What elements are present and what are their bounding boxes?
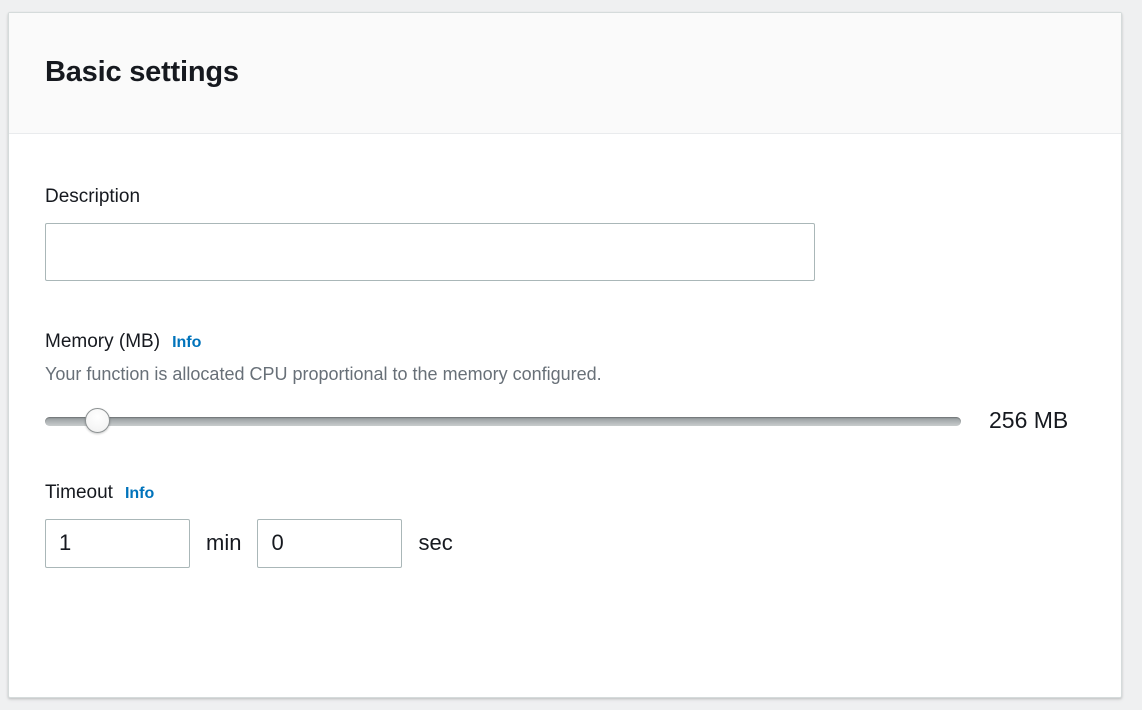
description-label-text: Description — [45, 186, 141, 207]
memory-value-label: 256 MB — [989, 407, 1069, 434]
memory-label-text: Memory (MB) — [45, 330, 161, 352]
timeout-label-text: Timeout — [45, 482, 113, 504]
timeout-info-link[interactable]: Info — [124, 485, 155, 503]
basic-settings-card: Basic settings Description Memory (MB) I… — [8, 12, 1122, 698]
timeout-minutes-unit: min — [206, 530, 242, 556]
memory-slider-thumb[interactable] — [85, 407, 111, 433]
memory-label: Memory (MB) Info — [45, 331, 1085, 354]
timeout-field-group: Timeout Info min sec — [45, 482, 1085, 568]
description-label: Description — [45, 186, 1085, 209]
memory-help-text: Your function is allocated CPU proportio… — [45, 363, 602, 384]
timeout-label: Timeout Info — [45, 482, 1085, 505]
timeout-seconds-unit: sec — [418, 530, 453, 556]
page-title: Basic settings — [45, 56, 239, 89]
timeout-inputs-row: min sec — [45, 518, 1085, 568]
memory-slider-row: 256 MB — [45, 407, 1085, 434]
timeout-seconds-input[interactable] — [257, 518, 403, 568]
card-body: Description Memory (MB) Info Your functi… — [9, 134, 1121, 568]
description-field-group: Description — [45, 186, 1085, 281]
memory-slider-track[interactable] — [45, 416, 961, 426]
memory-info-link[interactable]: Info — [172, 333, 202, 351]
description-input[interactable] — [45, 222, 815, 281]
card-header: Basic settings — [9, 13, 1121, 134]
memory-field-group: Memory (MB) Info Your function is alloca… — [45, 331, 1085, 434]
memory-slider[interactable] — [45, 407, 961, 434]
timeout-minutes-input[interactable] — [45, 518, 190, 568]
